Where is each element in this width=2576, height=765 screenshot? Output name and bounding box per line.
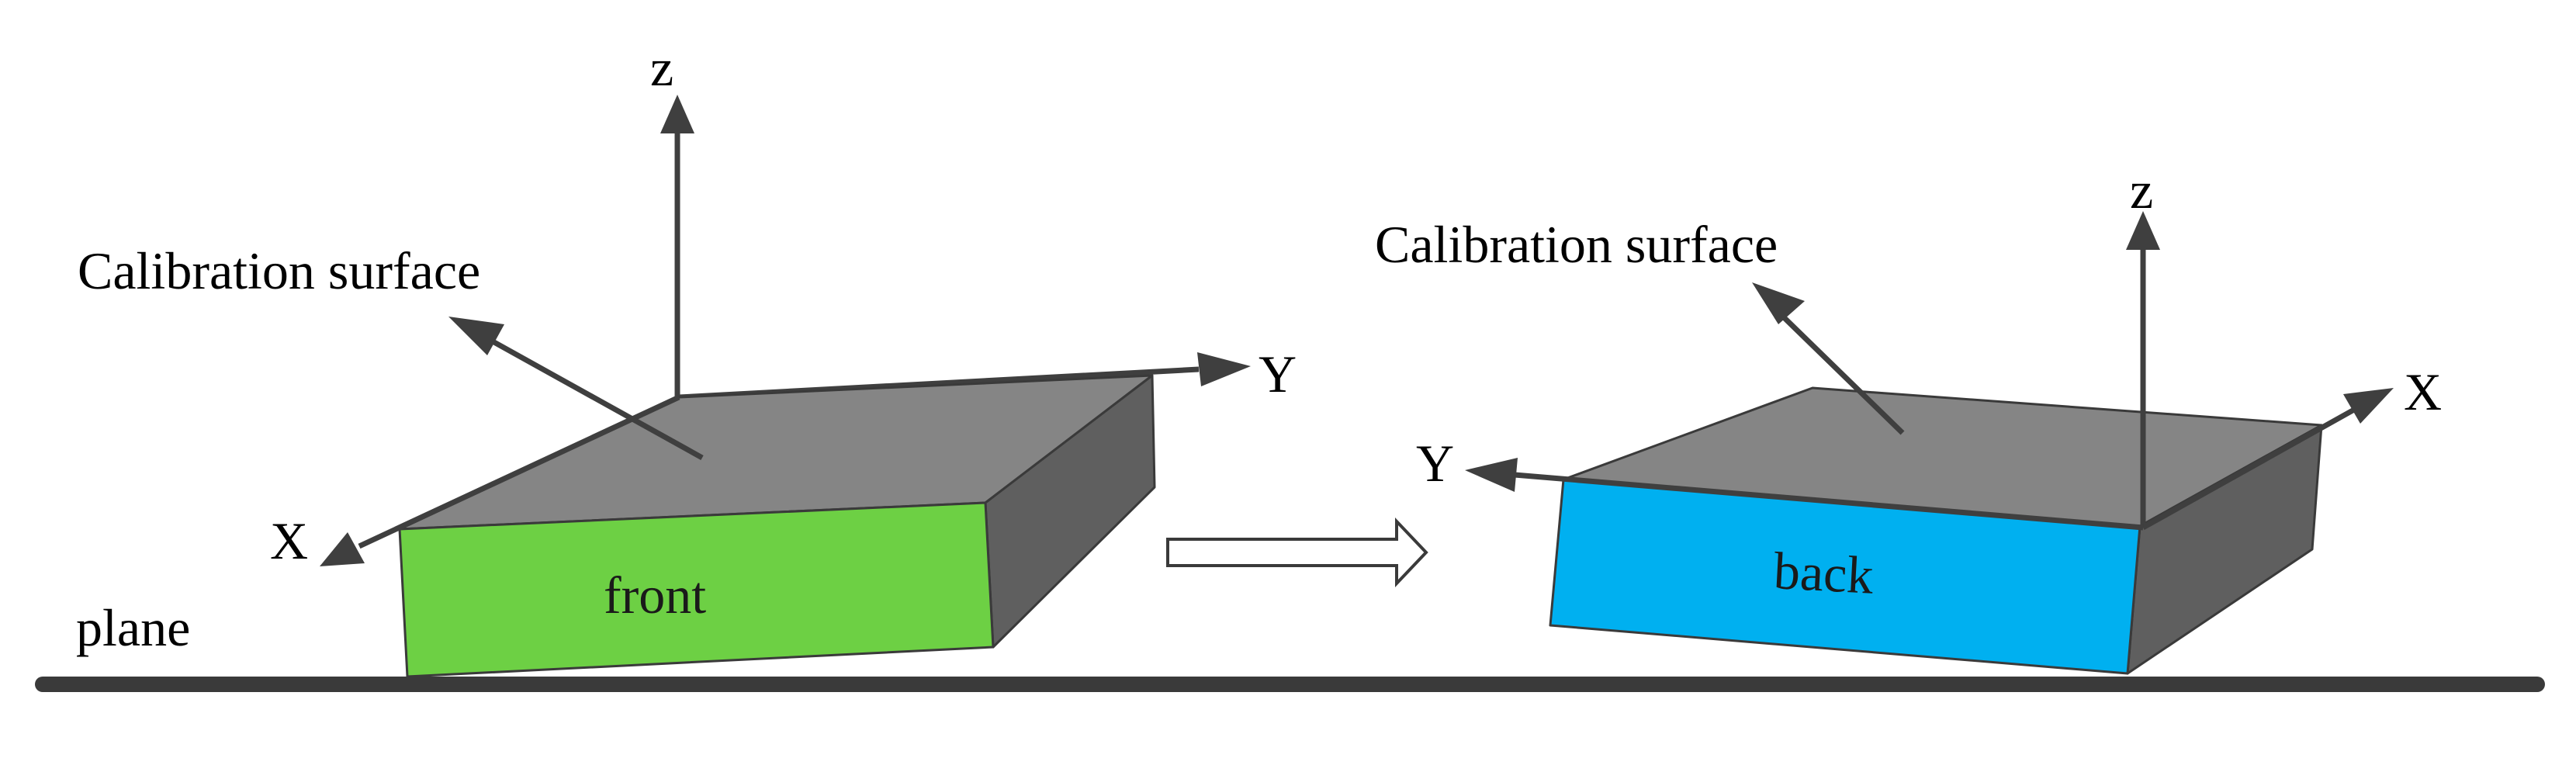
left-x-axis-arrowhead <box>320 532 365 566</box>
left-y-axis-arrowhead <box>1197 352 1251 386</box>
right-surface-normal <box>1782 316 1905 435</box>
right-face-label: back <box>1772 541 1875 605</box>
right-y-axis-arrowhead <box>1465 458 1518 492</box>
left-surface-normal-arrowhead <box>448 317 504 355</box>
right-axis-y-label: Y <box>1416 434 1454 493</box>
left-block: front Calibration surface X Y z <box>78 38 1297 678</box>
right-z-axis-arrowhead <box>2126 211 2160 250</box>
left-face-label: front <box>604 566 706 625</box>
right-block: back Calibration surface X Y z <box>1375 161 2442 675</box>
plane-label: plane <box>76 598 190 657</box>
right-surface-label: Calibration surface <box>1375 215 1778 274</box>
right-x-axis <box>2141 407 2356 531</box>
transition-arrow <box>1166 517 1428 588</box>
left-surface-normal <box>491 338 704 461</box>
left-front-face <box>398 501 995 678</box>
right-axis-x-label: X <box>2404 362 2442 421</box>
right-axis-z-label: z <box>2130 161 2153 220</box>
left-axis-y-label: Y <box>1259 344 1297 403</box>
right-y-axis <box>1514 472 2144 531</box>
left-z-axis-arrowhead <box>660 95 694 133</box>
left-x-axis <box>358 394 680 549</box>
left-axis-x-label: X <box>270 511 308 570</box>
left-axis-z-label: z <box>650 38 673 97</box>
left-surface-label: Calibration surface <box>78 241 480 300</box>
right-x-axis-arrowhead <box>2343 388 2394 424</box>
right-surface-normal-arrowhead <box>1752 282 1805 324</box>
